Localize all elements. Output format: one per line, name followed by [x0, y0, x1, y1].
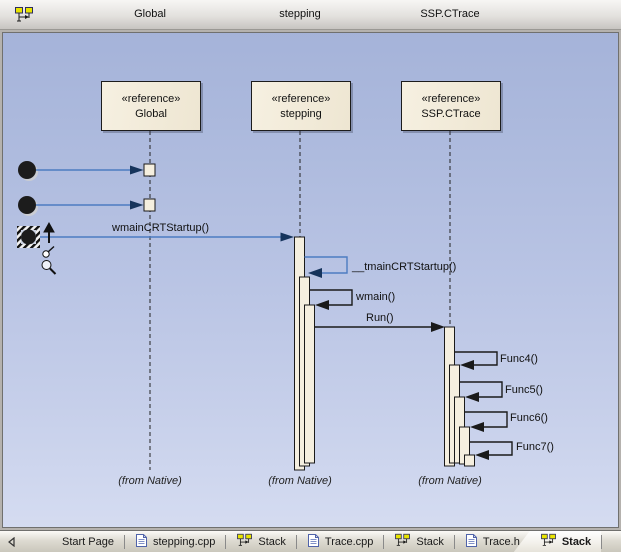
message-label-func6: Func6(): [510, 412, 548, 424]
document-icon: [307, 533, 320, 551]
message-label-func5: Func5(): [505, 384, 543, 396]
tab-separator: [383, 534, 385, 549]
diagram-header-bar: Global stepping SSP.CTrace: [0, 0, 621, 30]
column-header-ssp-ctrace[interactable]: SSP.CTrace: [420, 8, 480, 20]
origin-label-stepping: (from Native): [268, 475, 332, 487]
activation-bar-func7[interactable]: [464, 454, 475, 467]
document-icon: [465, 533, 478, 551]
tab-label: Trace.h: [482, 535, 520, 548]
message-arrow[interactable]: [36, 200, 144, 210]
column-header-global[interactable]: Global: [134, 8, 166, 20]
message-arrow-wmain-crt-startup[interactable]: [40, 232, 294, 242]
reference-box-stepping[interactable]: «reference» stepping: [251, 81, 351, 131]
tab-trace-cpp[interactable]: Trace.cpp: [297, 531, 384, 552]
stereotype-label: «reference»: [121, 92, 181, 105]
tab-label: Stack: [258, 535, 286, 548]
message-label-func4: Func4(): [500, 353, 538, 365]
sequence-diagram-icon: [14, 5, 34, 28]
tab-separator: [601, 534, 603, 549]
message-label-wmain-crt-startup: wmainCRTStartup(): [112, 222, 209, 234]
diagram-canvas[interactable]: «reference» Global «reference» stepping …: [0, 30, 621, 530]
tab-label: Trace.cpp: [324, 535, 374, 548]
sequence-diagram-icon: [540, 533, 557, 550]
lifeline-name: SSP.CTrace: [421, 107, 481, 120]
magnifier-icon[interactable]: [41, 260, 57, 275]
tab-separator: [295, 534, 297, 549]
selected-message-start-node[interactable]: [17, 226, 40, 248]
tab-label: Start Page: [62, 535, 114, 548]
tab-trace-h[interactable]: Trace.h: [455, 531, 530, 552]
origin-label-ssp-ctrace: (from Native): [418, 475, 482, 487]
tab-label: Stack: [561, 535, 592, 548]
tab-stack-2[interactable]: Stack: [384, 531, 454, 552]
tab-separator: [453, 534, 455, 549]
origin-label-global: (from Native): [118, 475, 182, 487]
message-label-run: Run(): [366, 312, 394, 324]
tab-scroll-left-button[interactable]: [0, 531, 24, 552]
hand-pointer-icon[interactable]: [42, 245, 55, 258]
message-start-node[interactable]: [18, 161, 38, 181]
lifeline-name: Global: [135, 107, 167, 120]
left-arrow-icon: [8, 536, 15, 547]
self-message-func5[interactable]: [459, 381, 503, 402]
activation-bar-wmain[interactable]: [304, 304, 315, 464]
message-label-tmain-crt-startup: __tmainCRTStartup(): [352, 261, 457, 273]
activation-square[interactable]: [143, 163, 156, 177]
self-message-func4[interactable]: [454, 351, 498, 370]
document-tab-bar: Start Page stepping.cpp: [0, 530, 621, 552]
lifeline-name: stepping: [280, 107, 322, 120]
document-icon: [135, 533, 148, 551]
self-message-func7[interactable]: [469, 441, 513, 460]
message-label-wmain: wmain(): [356, 291, 396, 303]
self-message-func6[interactable]: [464, 411, 508, 432]
reference-box-ssp-ctrace[interactable]: «reference» SSP.CTrace: [401, 81, 501, 131]
message-start-node[interactable]: [18, 196, 38, 216]
message-arrow[interactable]: [36, 165, 144, 175]
message-label-func7: Func7(): [516, 441, 554, 453]
message-arrow-run[interactable]: [314, 322, 446, 332]
tab-separator: [225, 534, 227, 549]
tab-stepping-cpp[interactable]: stepping.cpp: [125, 531, 225, 552]
up-arrow-icon[interactable]: [43, 221, 55, 243]
self-message-tmain-crt-startup[interactable]: [304, 256, 348, 278]
column-header-stepping[interactable]: stepping: [279, 8, 321, 20]
tab-separator: [123, 534, 125, 549]
sequence-diagram-icon: [394, 533, 411, 550]
stereotype-label: «reference»: [271, 92, 331, 105]
self-message-wmain[interactable]: [309, 289, 353, 310]
tab-stack-1[interactable]: Stack: [226, 531, 296, 552]
tab-label: stepping.cpp: [152, 535, 216, 548]
stereotype-label: «reference»: [421, 92, 481, 105]
reference-box-global[interactable]: «reference» Global: [101, 81, 201, 131]
activation-square[interactable]: [143, 198, 156, 212]
tab-stack-active[interactable]: Stack: [513, 531, 602, 552]
sequence-diagram-icon: [236, 533, 253, 550]
tab-label: Stack: [416, 535, 444, 548]
tab-start-page[interactable]: Start Page: [24, 531, 124, 552]
